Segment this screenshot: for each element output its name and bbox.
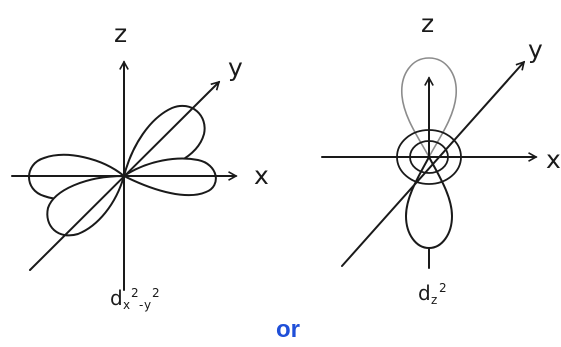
dz2-label-sub-z: z (431, 293, 437, 307)
dx2y2-z-label: z (114, 19, 127, 48)
dx2y2-label-d: d (110, 286, 123, 310)
dz2-z-label: z (421, 9, 434, 38)
dx2y2-label-sub-x: x (123, 298, 130, 312)
dx2y2-label-sub-y: y (144, 298, 151, 312)
dx2y2-label-sup-2b: 2 (152, 286, 160, 300)
dz2-label-sup-2: 2 (439, 281, 447, 295)
dx2y2-x-label: x (254, 161, 269, 190)
or-separator: or (276, 318, 300, 342)
dz2-y-label: y (528, 35, 543, 64)
dz2-x-label: x (546, 145, 561, 174)
dz2-lobe-lower (406, 157, 452, 248)
dx2y2-label-dash: - (139, 298, 143, 312)
dz2-orbital-label: d z 2 (418, 281, 447, 307)
dz2-label-d: d (418, 281, 431, 305)
dx2y2-y-label: y (228, 53, 243, 82)
dx2y2-diagram: z y x d x 2 - y 2 (12, 19, 269, 312)
dz2-diagram: z y x d z 2 (322, 9, 561, 307)
dx2y2-label-sup-2a: 2 (131, 286, 139, 300)
dx2y2-orbital-label: d x 2 - y 2 (110, 286, 160, 312)
